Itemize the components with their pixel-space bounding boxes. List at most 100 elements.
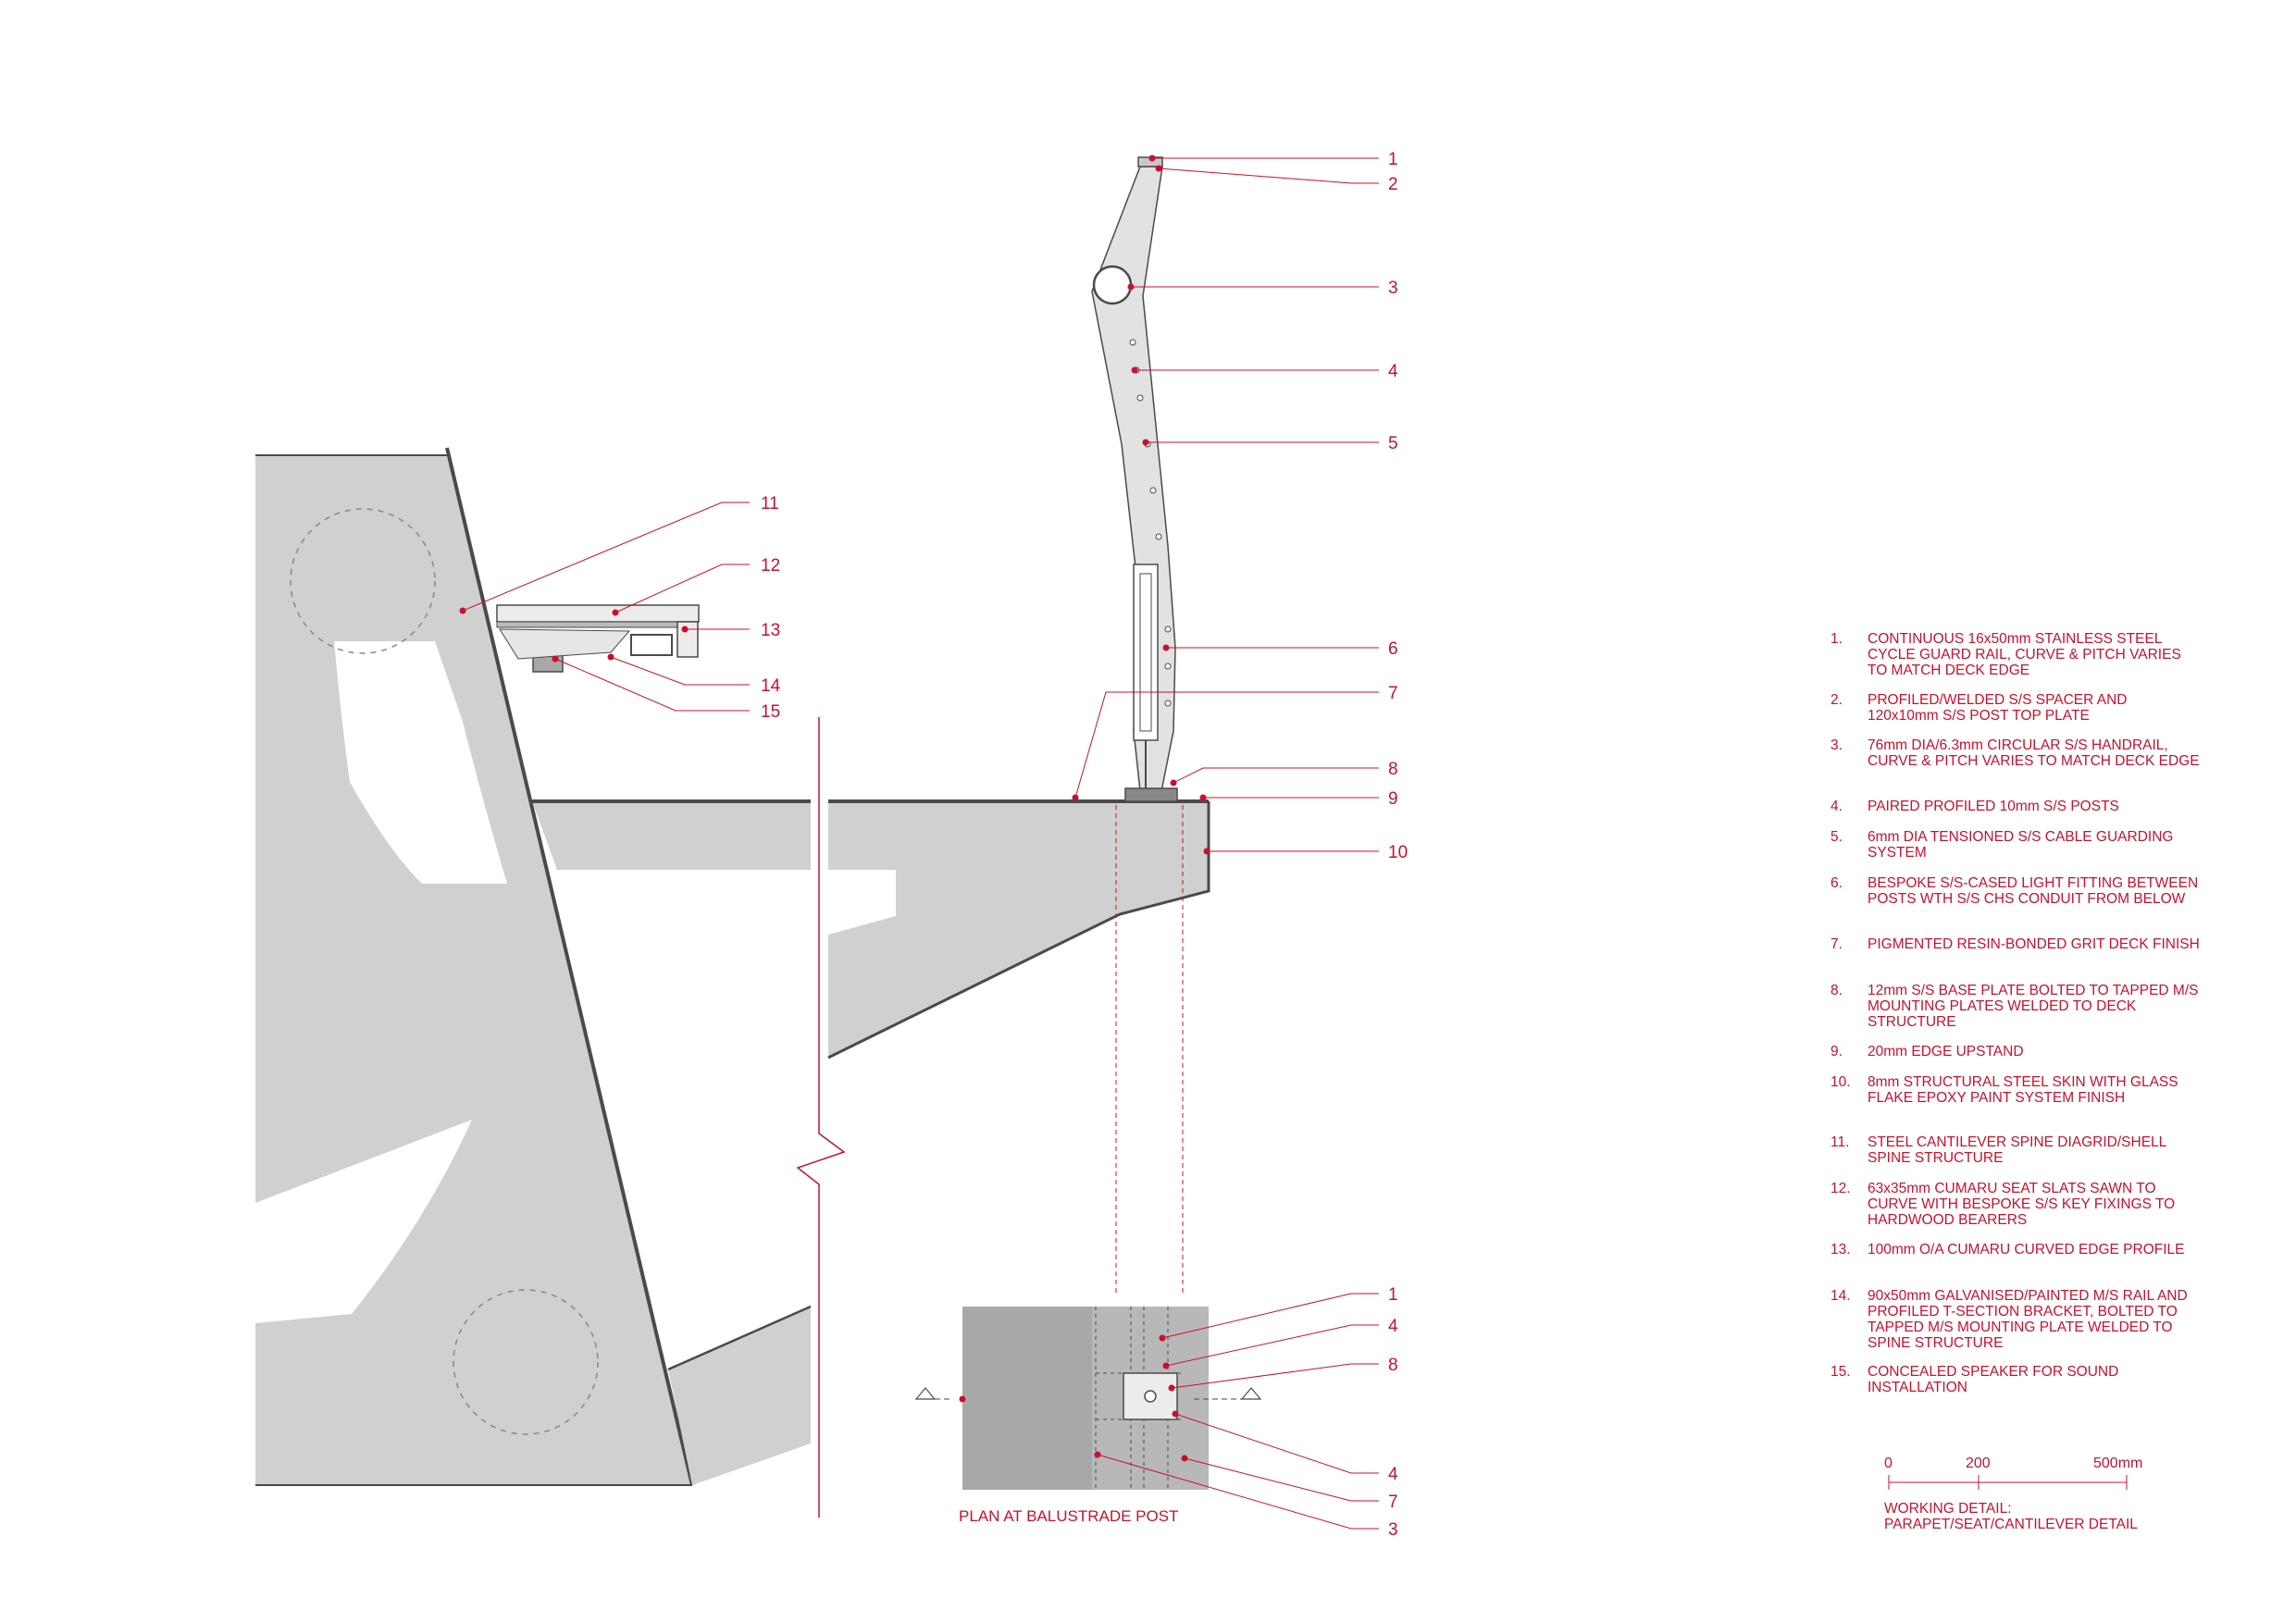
seat-edge-profile [676, 621, 699, 658]
note-number: 5. [1831, 829, 1843, 845]
balustrade-post [1091, 156, 1178, 802]
note-4: 4. PAIRED PROFILED 10mm S/S POSTS [1831, 799, 2201, 815]
plan-callout-1: 1 [1388, 1285, 1398, 1305]
seat-rail [630, 634, 673, 656]
plan-view [914, 1307, 1262, 1490]
note-number: 12. [1831, 1181, 1851, 1196]
note-text: 76mm DIA/6.3mm CIRCULAR S/S HANDRAIL, CU… [1868, 737, 2200, 769]
note-1: 1. CONTINUOUS 16x50mm STAINLESS STEEL CY… [1831, 631, 2201, 679]
note-text: PIGMENTED RESIN-BONDED GRIT DECK FINISH [1868, 936, 2200, 952]
note-13: 13. 100mm O/A CUMARU CURVED EDGE PROFILE [1831, 1242, 2201, 1275]
note-9: 9. 20mm EDGE UPSTAND [1831, 1044, 2201, 1060]
callout-11: 11 [761, 494, 779, 514]
section-mark-right [1240, 1387, 1262, 1400]
drawing-title-line-1: WORKING DETAIL: [1884, 1501, 2012, 1517]
callout-8: 8 [1388, 760, 1398, 779]
plan-callout-3: 3 [1388, 1520, 1398, 1540]
seat-slats [496, 604, 700, 623]
callout-2: 2 [1388, 175, 1398, 194]
callouts-section: 1 2 3 4 5 6 7 8 9 10 11 12 13 14 15 [761, 150, 1408, 862]
scale-label-500: 500mm [2093, 1456, 2142, 1471]
plan-callout-4a: 4 [1388, 1317, 1398, 1336]
callout-6: 6 [1388, 639, 1398, 659]
note-number: 4. [1831, 799, 1843, 814]
note-number: 2. [1831, 692, 1843, 708]
note-number: 8. [1831, 983, 1843, 998]
note-text: BESPOKE S/S-CASED LIGHT FITTING BETWEEN … [1868, 875, 2199, 907]
note-text: 90x50mm GALVANISED/PAINTED M/S RAIL AND … [1868, 1288, 2188, 1351]
dashed-circle-upper [290, 508, 436, 654]
lower-spine-tail [668, 1307, 811, 1485]
callout-7: 7 [1388, 684, 1398, 703]
drawing-title-line-2: PARAPET/SEAT/CANTILEVER DETAIL [1884, 1517, 2138, 1532]
cantilever-deck [532, 799, 1210, 1485]
note-10: 10. 8mm STRUCTURAL STEEL SKIN WITH GLASS… [1831, 1074, 2201, 1122]
note-number: 9. [1831, 1044, 1843, 1059]
note-number: 3. [1831, 737, 1843, 753]
note-number: 11. [1831, 1134, 1850, 1150]
scale-bar [1888, 1475, 2128, 1490]
scale-label-0: 0 [1884, 1456, 1893, 1471]
plan-callout-4b: 4 [1388, 1465, 1398, 1484]
leader-lines-section [462, 157, 1379, 852]
note-text: 100mm O/A CUMARU CURVED EDGE PROFILE [1868, 1242, 2185, 1258]
leader-lines-plan [1097, 1293, 1379, 1530]
deck-soffit-line [827, 801, 1210, 1059]
plan-title: PLAN AT BALUSTRADE POST [959, 1507, 1178, 1525]
seat-assembly [496, 604, 700, 673]
spine-void-upper [334, 641, 507, 884]
section-mark-left [914, 1387, 937, 1400]
note-text: 12mm S/S BASE PLATE BOLTED TO TAPPED M/S… [1868, 983, 2199, 1030]
note-text: 63x35mm CUMARU SEAT SLATS SAWN TO CURVE … [1868, 1181, 2176, 1228]
note-5: 5. 6mm DIA TENSIONED S/S CABLE GUARDING … [1831, 829, 2201, 862]
note-number: 13. [1831, 1242, 1851, 1258]
note-number: 14. [1831, 1288, 1851, 1304]
light-fitting [1133, 564, 1159, 741]
note-text: 20mm EDGE UPSTAND [1868, 1044, 2024, 1059]
note-2: 2. PROFILED/WELDED S/S SPACER AND 120x10… [1831, 692, 2201, 725]
note-text: CONTINUOUS 16x50mm STAINLESS STEEL CYCLE… [1868, 631, 2181, 678]
callout-12: 12 [761, 556, 780, 576]
note-number: 10. [1831, 1074, 1851, 1090]
callout-4: 4 [1388, 362, 1398, 381]
note-12: 12. 63x35mm CUMARU SEAT SLATS SAWN TO CU… [1831, 1181, 2201, 1229]
callout-15: 15 [761, 702, 780, 722]
note-8: 8. 12mm S/S BASE PLATE BOLTED TO TAPPED … [1831, 983, 2201, 1031]
handrail-circle [1092, 265, 1133, 305]
note-text: PAIRED PROFILED 10mm S/S POSTS [1868, 799, 2119, 814]
base-plate [1124, 787, 1178, 802]
break-line [796, 717, 846, 1518]
note-text: STEEL CANTILEVER SPINE DIAGRID/SHELL SPI… [1868, 1134, 2166, 1166]
drawing-title: WORKING DETAIL: PARAPET/SEAT/CANTILEVER … [1884, 1501, 2217, 1532]
projection-lines [1115, 805, 1184, 1295]
note-number: 6. [1831, 875, 1843, 891]
note-text: CONCEALED SPEAKER FOR SOUND INSTALLATION [1868, 1364, 2119, 1395]
spine-structure [255, 447, 694, 1486]
spine-outline [445, 447, 694, 1486]
callouts-plan: 1 4 8 4 7 3 [1388, 1285, 1398, 1540]
leader-dots-section [459, 155, 1210, 855]
callout-13: 13 [761, 621, 780, 640]
note-11: 11. STEEL CANTILEVER SPINE DIAGRID/SHELL… [1831, 1134, 2201, 1168]
callout-10: 10 [1388, 843, 1408, 862]
note-number: 15. [1831, 1364, 1851, 1380]
note-14: 14. 90x50mm GALVANISED/PAINTED M/S RAIL … [1831, 1288, 2201, 1351]
deck-right-portion [828, 801, 1209, 1058]
leader-dots-plan [959, 1334, 1188, 1462]
note-3: 3. 76mm DIA/6.3mm CIRCULAR S/S HANDRAIL,… [1831, 737, 2201, 786]
plan-callout-7: 7 [1388, 1493, 1398, 1512]
callout-14: 14 [761, 676, 781, 696]
note-text: PROFILED/WELDED S/S SPACER AND 120x10mm … [1868, 692, 2128, 724]
deck-left-portion [532, 801, 811, 870]
scale-label-200: 200 [1966, 1456, 1991, 1471]
note-number: 7. [1831, 936, 1843, 952]
callout-1: 1 [1388, 150, 1398, 169]
note-15: 15. CONCEALED SPEAKER FOR SOUND INSTALLA… [1831, 1364, 2201, 1397]
note-text: 6mm DIA TENSIONED S/S CABLE GUARDING SYS… [1868, 829, 2174, 861]
plan-callout-8: 8 [1388, 1356, 1398, 1375]
spine-void-lower [255, 1120, 472, 1323]
note-text: 8mm STRUCTURAL STEEL SKIN WITH GLASS FLA… [1868, 1074, 2178, 1106]
callout-3: 3 [1388, 279, 1398, 298]
note-7: 7. PIGMENTED RESIN-BONDED GRIT DECK FINI… [1831, 936, 2201, 970]
